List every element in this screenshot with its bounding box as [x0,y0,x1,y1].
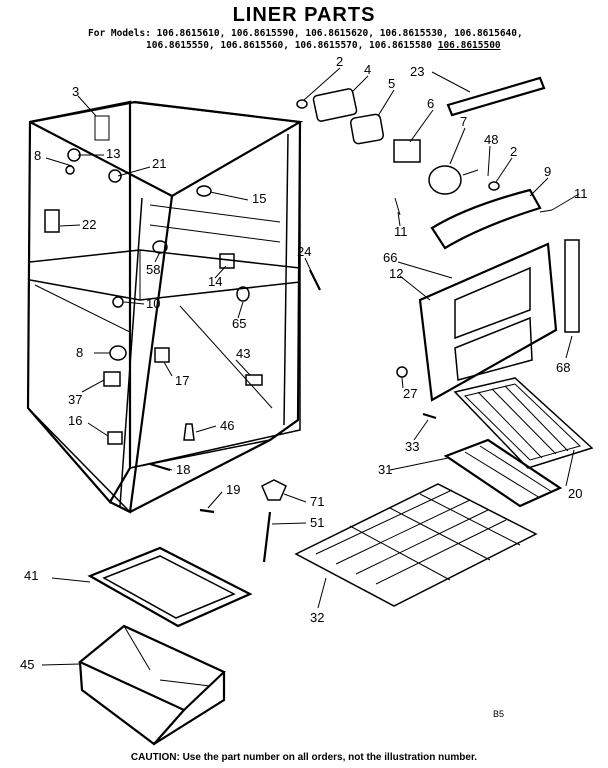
model-line-1: For Models: 106.8615610, 106.8615590, 10… [88,28,588,40]
caution-note: CAUTION: Use the part number on all orde… [130,752,478,763]
callout-4: 4 [364,62,371,77]
models-line-2-text: 106.8615550, 106.8615560, 106.8615570, 1… [146,40,432,51]
callout-16: 16 [68,413,82,428]
callout-12: 12 [389,266,403,281]
shelves-and-trays [77,366,594,746]
model-list: For Models: 106.8615610, 106.8615590, 10… [88,28,588,52]
callout-33: 33 [405,439,419,454]
page-code: B5 [493,709,505,719]
upper-right-parts [296,76,553,250]
callout-31: 31 [378,462,392,477]
callout-17: 17 [175,373,189,388]
liner-cabinet [26,100,304,514]
models-line-2-underlined: 106.8615500 [437,40,501,51]
callout-18: 18 [176,462,190,477]
callout-27: 27 [403,386,417,401]
callout-10: 10 [146,296,160,311]
callout-3: 3 [72,84,79,99]
callout-43: 43 [236,346,250,361]
models-line-1-text: 106.8615610, 106.8615590, 106.8615620, 1… [156,28,523,39]
callout-21: 21 [152,156,166,171]
callout-15: 15 [252,191,266,206]
callout-2: 2 [336,54,343,69]
callout-2: 2 [510,144,517,159]
callout-8: 8 [76,345,83,360]
callout-45: 45 [20,657,34,672]
callout-58: 58 [146,262,160,277]
callout-24: 24 [297,244,311,259]
callout-5: 5 [388,76,395,91]
callout-37: 37 [68,392,82,407]
callout-66: 66 [383,250,397,265]
callout-11: 11 [574,186,588,201]
callout-65: 65 [232,316,246,331]
callout-20: 20 [568,486,582,501]
callout-41: 41 [24,568,38,583]
callout-14: 14 [208,274,222,289]
model-line-2: 106.8615550, 106.8615560, 106.8615570, 1… [88,40,588,52]
callout-11: 11 [394,224,408,239]
callout-46: 46 [220,418,234,433]
light-panel [418,239,580,402]
callout-9: 9 [544,164,551,179]
callout-6: 6 [427,96,434,111]
callout-68: 68 [556,360,570,375]
callout-8: 8 [34,148,41,163]
callout-51: 51 [310,515,324,530]
callout-19: 19 [226,482,240,497]
callout-71: 71 [310,494,324,509]
callout-13: 13 [106,146,120,161]
callout-23: 23 [410,64,424,79]
leader-lines [41,67,580,666]
callout-48: 48 [484,132,498,147]
callout-22: 22 [82,217,96,232]
callout-7: 7 [460,114,467,129]
models-prefix: For Models: [88,28,151,39]
page-title: LINER PARTS [232,4,376,26]
callout-32: 32 [310,610,324,625]
cabinet-small-parts [44,148,321,514]
